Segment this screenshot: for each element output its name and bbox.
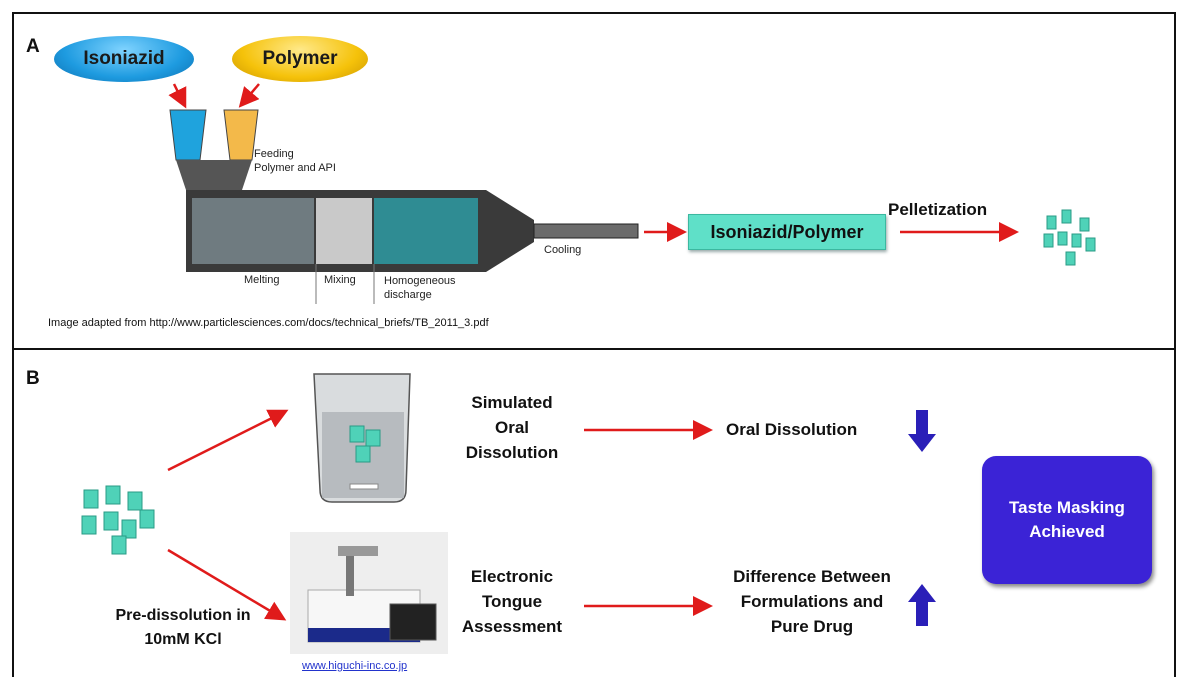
oral-dissolution-label: Oral Dissolution: [726, 420, 858, 439]
simulated-line-1: Simulated: [471, 393, 553, 412]
difference-line-2: Formulations and: [740, 592, 884, 611]
electronic-line-2: Tongue: [481, 592, 543, 611]
isoniazid-pill: Isoniazid: [54, 36, 194, 82]
cooling-label: Cooling: [544, 244, 582, 256]
prediss-line-1: Pre-dissolution in: [115, 607, 251, 624]
difference-line-3: Pure Drug: [770, 617, 854, 636]
hopper-isoniazid: [169, 109, 207, 161]
pellets-b: [81, 485, 155, 555]
taste-line-2: Achieved: [1029, 522, 1105, 541]
extruder-die: [486, 190, 534, 272]
beaker: [313, 373, 411, 503]
simulated-line-2: Oral: [494, 418, 530, 437]
melting-zone: [192, 198, 314, 264]
up-arrow-icon: [908, 584, 936, 626]
polymer-label: Polymer: [262, 48, 338, 69]
extruder-diagram: [168, 83, 1096, 304]
simulated-oral-label: Simulated Oral Dissolution: [452, 390, 572, 465]
taste-masking-box: Taste Masking Achieved: [982, 456, 1152, 584]
homogeneous-line-2: discharge: [384, 289, 432, 301]
feeding-line-2: Polymer and API: [254, 162, 336, 174]
difference-line-1: Difference Between: [733, 567, 891, 586]
image-credit: Image adapted from http://www.particlesc…: [48, 317, 489, 329]
difference-label: Difference Between Formulations and Pure…: [714, 564, 910, 639]
electronic-line-1: Electronic: [470, 567, 554, 586]
prediss-label: Pre-dissolution in 10mM KCl: [98, 604, 268, 652]
arrow-isoniazid: [168, 83, 187, 109]
mixing-zone: [316, 198, 372, 264]
polymer-pill: Polymer: [232, 36, 368, 82]
arrow-to-beaker: [167, 409, 289, 472]
pellets-a: [1043, 209, 1096, 266]
panel-b: B: [12, 348, 1176, 677]
cooling-rod: [533, 223, 639, 239]
product-label: Isoniazid/Polymer: [710, 221, 864, 242]
feeding-label: Feeding Polymer and API: [254, 147, 336, 175]
electronic-tongue-label: Electronic Tongue Assessment: [452, 564, 572, 639]
arrow-to-tongue: [167, 548, 287, 621]
homogeneous-line-1: Homogeneous: [384, 275, 456, 287]
feeding-line-1: Feeding: [254, 148, 294, 160]
melting-label: Melting: [244, 274, 280, 286]
pelletization-label: Pelletization: [888, 200, 988, 219]
homogeneous-label: Homogeneous discharge: [384, 274, 456, 302]
down-arrow-icon: [908, 410, 936, 452]
electronic-tongue-instrument: [290, 532, 448, 654]
panel-a: A Isoniazid Polymer: [12, 12, 1176, 350]
product-box: Isoniazid/Polymer: [688, 214, 886, 250]
taste-line-1: Taste Masking: [1009, 498, 1125, 517]
discharge-zone: [374, 198, 478, 264]
panel-b-label: B: [26, 368, 40, 389]
electronic-line-3: Assessment: [461, 617, 563, 636]
feed-throat: [176, 160, 252, 190]
simulated-line-3: Dissolution: [465, 443, 559, 462]
mixing-label: Mixing: [324, 274, 356, 286]
hopper-polymer: [223, 109, 259, 161]
higuchi-link[interactable]: www.higuchi-inc.co.jp: [302, 660, 408, 672]
taste-masking-diagram: [81, 373, 936, 654]
panel-a-label: A: [26, 36, 40, 57]
prediss-line-2: 10mM KCl: [144, 631, 222, 648]
isoniazid-label: Isoniazid: [83, 48, 165, 69]
arrow-polymer: [238, 83, 260, 108]
